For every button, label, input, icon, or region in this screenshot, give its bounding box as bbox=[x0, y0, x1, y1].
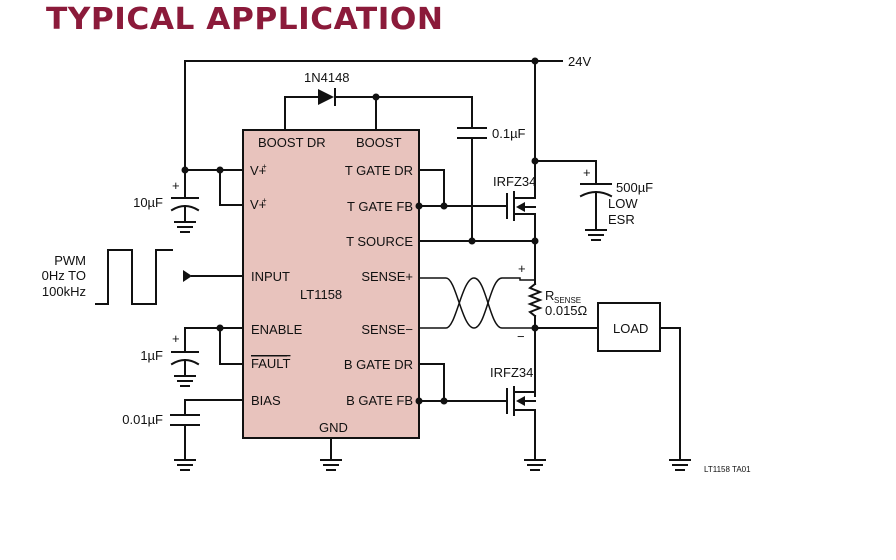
bottom-gate-wiring bbox=[415, 363, 506, 405]
pwm-line-3: 100kHz bbox=[42, 284, 86, 299]
pin-fault: FAULT bbox=[251, 356, 291, 371]
mosfet-bottom-label: IRFZ34 bbox=[490, 365, 533, 380]
mosfet-bottom: IRFZ34 bbox=[490, 365, 546, 471]
supply-rail: 24V bbox=[184, 54, 591, 199]
capacitor-1uf: + 1µF bbox=[140, 331, 200, 387]
pin-t-source: T SOURCE bbox=[346, 234, 413, 249]
pin-enable: ENABLE bbox=[251, 322, 303, 337]
pwm-source: PWM 0Hz TO 100kHz bbox=[42, 249, 244, 305]
mosfet-top: IRFZ34 bbox=[493, 174, 536, 242]
pwm-line-1: PWM bbox=[54, 253, 86, 268]
vplus-wiring bbox=[181, 166, 244, 206]
pwm-line-2: 0Hz TO bbox=[42, 268, 86, 283]
pin-gnd: GND bbox=[319, 420, 348, 435]
vplus-sup-1: + bbox=[262, 162, 267, 171]
pin-b-gate-fb: B GATE FB bbox=[346, 393, 413, 408]
pin-vplus-2: V+ bbox=[250, 197, 266, 212]
rsense-value: 0.015Ω bbox=[545, 303, 588, 318]
pin-boost: BOOST bbox=[356, 135, 402, 150]
page-title: TYPICAL APPLICATION bbox=[46, 2, 444, 37]
pin-sense-plus: SENSE+ bbox=[361, 269, 413, 284]
polarity-plus: + bbox=[518, 261, 526, 276]
pin-t-gate-dr: T GATE DR bbox=[345, 163, 413, 178]
rsense-main: R bbox=[545, 288, 554, 303]
pin-bias: BIAS bbox=[251, 393, 281, 408]
pin-input: INPUT bbox=[251, 269, 290, 284]
c-boost-label: 0.1µF bbox=[492, 126, 526, 141]
capacitor-boost: 0.1µF bbox=[457, 96, 526, 242]
sense-resistor: + − R SENSE 0.015Ω bbox=[517, 240, 588, 397]
ic-body bbox=[242, 129, 420, 439]
ic-ground bbox=[320, 437, 342, 471]
supply-label: 24V bbox=[568, 54, 591, 69]
sense-twisted-pair bbox=[419, 277, 535, 329]
load-block: LOAD bbox=[534, 302, 691, 471]
svg-text:+: + bbox=[583, 165, 591, 180]
mosfet-top-label: IRFZ34 bbox=[493, 174, 536, 189]
pin-boost-dr: BOOST DR bbox=[258, 135, 326, 150]
figure-id: LT1158 TA01 bbox=[704, 465, 751, 474]
vplus-sup-2: + bbox=[262, 196, 267, 205]
pin-b-gate-dr: B GATE DR bbox=[344, 357, 413, 372]
svg-text:+: + bbox=[172, 178, 180, 193]
capacitor-bulk: + 500µF LOW ESR bbox=[534, 160, 653, 241]
c-vplus-label: 10µF bbox=[133, 195, 163, 210]
svg-text:+: + bbox=[172, 331, 180, 346]
ground-10uf bbox=[174, 221, 196, 233]
pin-vplus-1: V+ bbox=[250, 163, 266, 178]
load-label: LOAD bbox=[613, 321, 648, 336]
diode-1n4148: 1N4148 bbox=[284, 70, 473, 131]
pin-t-gate-fb: T GATE FB bbox=[347, 199, 413, 214]
diode-label: 1N4148 bbox=[304, 70, 350, 85]
c-enable-label: 1µF bbox=[140, 348, 163, 363]
capacitor-bias: 0.01µF bbox=[122, 399, 244, 471]
c-bulk-label-2: LOW bbox=[608, 196, 638, 211]
pin-sense-minus: SENSE− bbox=[361, 322, 413, 337]
rsense-sub: SENSE bbox=[554, 296, 581, 305]
enable-fault-wiring bbox=[184, 324, 244, 365]
c-bulk-label-3: ESR bbox=[608, 212, 635, 227]
polarity-minus: − bbox=[517, 329, 525, 344]
ic-name: LT1158 bbox=[300, 287, 342, 302]
capacitor-10uf: + 10µF bbox=[133, 178, 200, 223]
c-bulk-label-1: 500µF bbox=[616, 180, 653, 195]
c-bias-label: 0.01µF bbox=[122, 412, 163, 427]
svg-text:V+: V+ bbox=[250, 197, 266, 212]
svg-text:V+: V+ bbox=[250, 163, 266, 178]
